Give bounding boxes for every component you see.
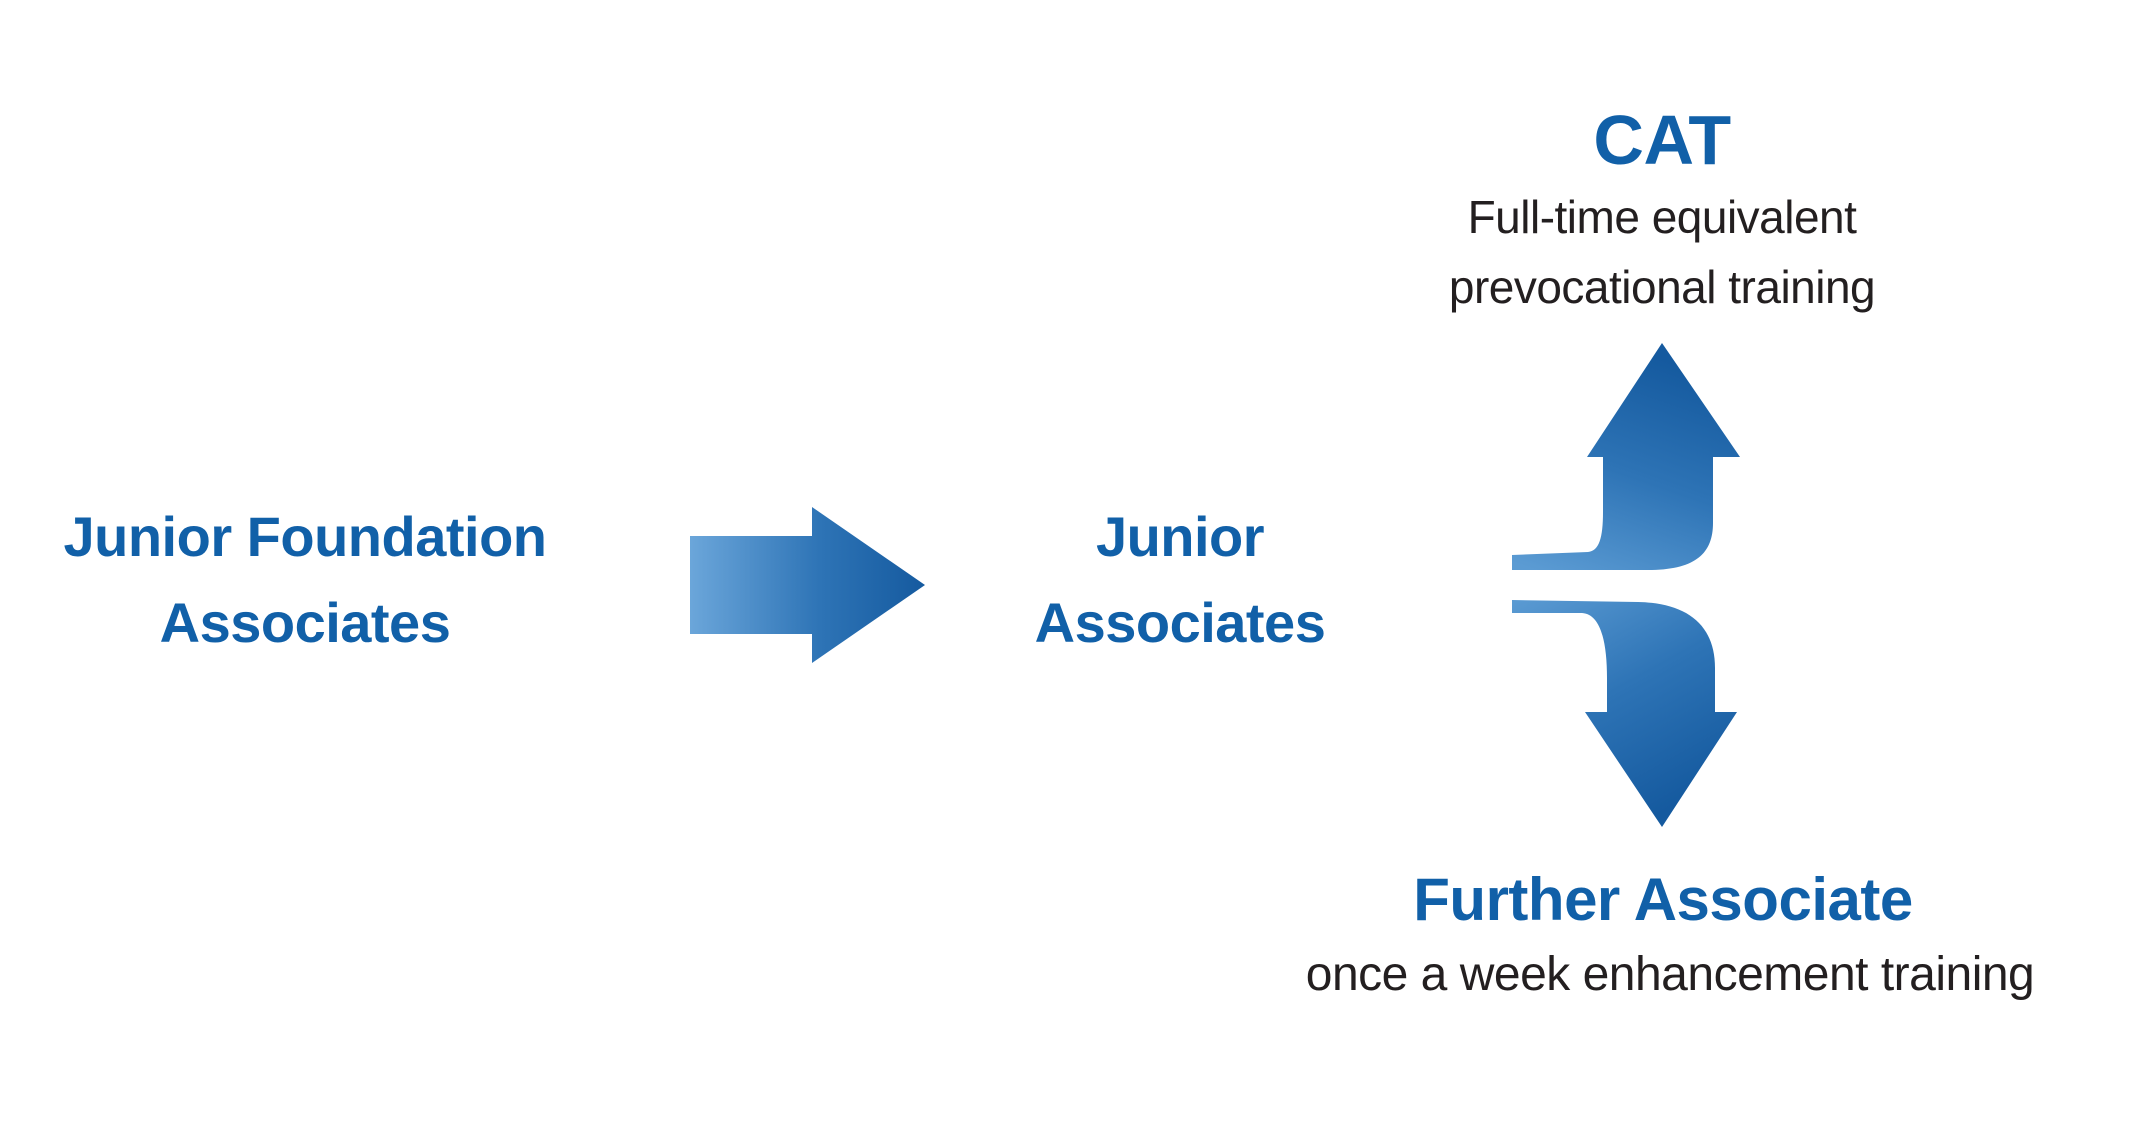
junior-associates-label: Junior Associates: [880, 494, 1480, 666]
junior-foundation-associates-line1: Junior Foundation: [63, 505, 547, 568]
cat-subtitle-line2: prevocational training: [1448, 261, 1876, 313]
further-associate-title: Further Associate: [1413, 866, 1913, 933]
further-associate-subtitle: once a week enhancement training: [1305, 948, 2035, 1001]
down-curved-arrow-icon: [1512, 600, 1737, 827]
cat-subtitle-line1: Full-time equivalent: [1467, 191, 1857, 243]
junior-foundation-associates-line2: Associates: [159, 591, 451, 654]
junior-foundation-associates-label: Junior Foundation Associates: [5, 494, 605, 666]
cat-subtitle: Full-time equivalent prevocational train…: [1362, 182, 1962, 322]
right-arrow-icon: [690, 507, 925, 663]
up-curved-arrow-icon: [1512, 343, 1740, 570]
cat-title: CAT: [1593, 101, 1731, 179]
junior-associates-line1: Junior: [1095, 505, 1265, 568]
junior-associates-line2: Associates: [1034, 591, 1326, 654]
